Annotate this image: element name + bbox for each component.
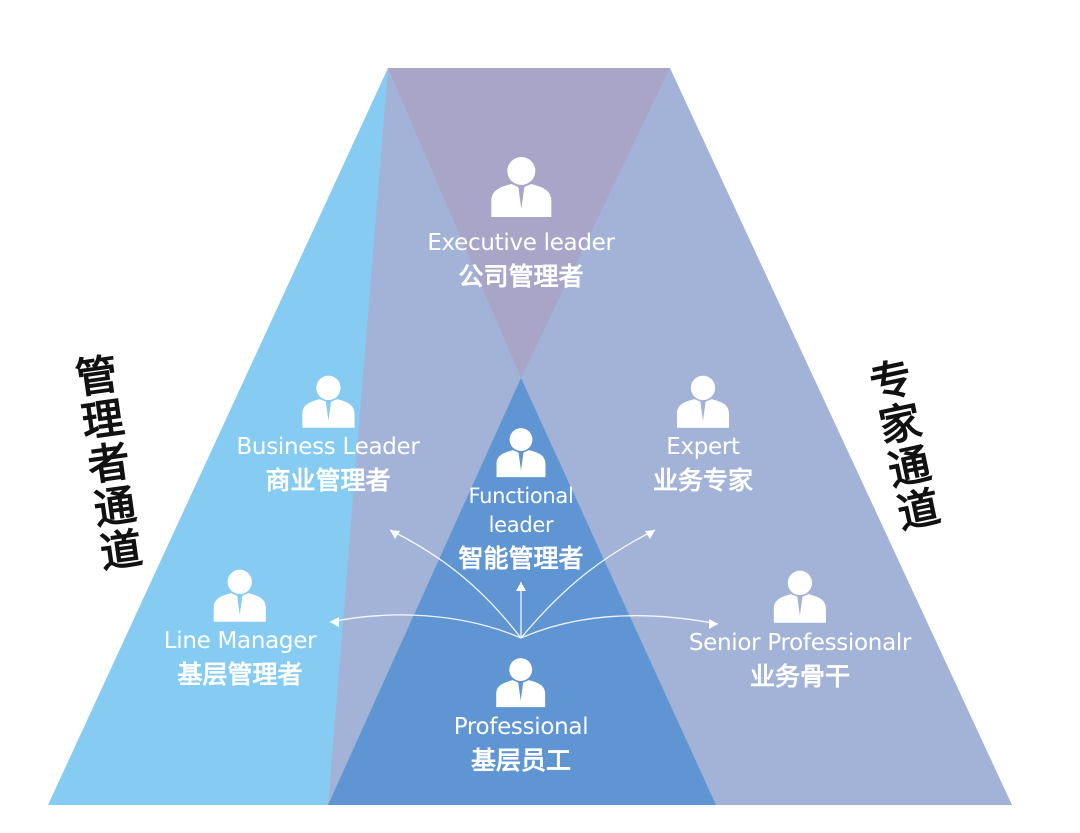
arrow-heads [330,530,718,629]
node-line-manager-en: Line Manager [163,628,317,654]
node-professional: Professional 基层员工 [454,650,589,780]
top-overlap-region [388,68,670,378]
node-expert: Expert 业务专家 [653,368,753,500]
arrow-to-line-manager [329,614,522,639]
person-icon [496,428,546,478]
node-executive-cn: 公司管理者 [458,262,584,291]
node-functional-en: Functional leader [468,484,574,537]
arrow-to-business [389,529,522,639]
node-senior-en: Senior Professionalr [688,630,912,656]
bottom-overlap-region [328,378,716,805]
person-icon [213,569,267,622]
person-icon [301,375,355,428]
channel-char: 道 [892,481,945,539]
node-business: Business Leader 商业管理者 [236,368,420,500]
node-business-en: Business Leader [236,434,420,460]
person-icon [496,658,546,708]
person-icon [773,570,827,623]
person-icon [491,157,551,217]
node-senior-cn: 业务骨干 [749,662,850,691]
node-executive-en: Executive leader [427,230,615,256]
growth-arrows [329,529,719,639]
node-expert-cn: 业务专家 [652,466,754,495]
node-executive: Executive leader 公司管理者 [427,142,615,296]
node-professional-cn: 基层员工 [470,746,571,775]
node-expert-en: Expert [666,434,740,460]
person-icon [676,375,730,428]
channel-char: 道 [96,523,146,578]
node-line-manager-cn: 基层管理者 [177,660,303,689]
node-professional-en: Professional [453,714,589,740]
arrow-to-senior [520,615,719,639]
node-line-manager: Line Manager 基层管理者 [163,562,317,694]
node-functional-cn: 智能管理者 [458,544,584,573]
node-functional: Functional leader 智能管理者 [456,420,586,578]
node-business-cn: 商业管理者 [265,466,391,495]
arrow-to-expert [520,529,656,639]
node-senior: Senior Professionalr 业务骨干 [689,562,911,696]
